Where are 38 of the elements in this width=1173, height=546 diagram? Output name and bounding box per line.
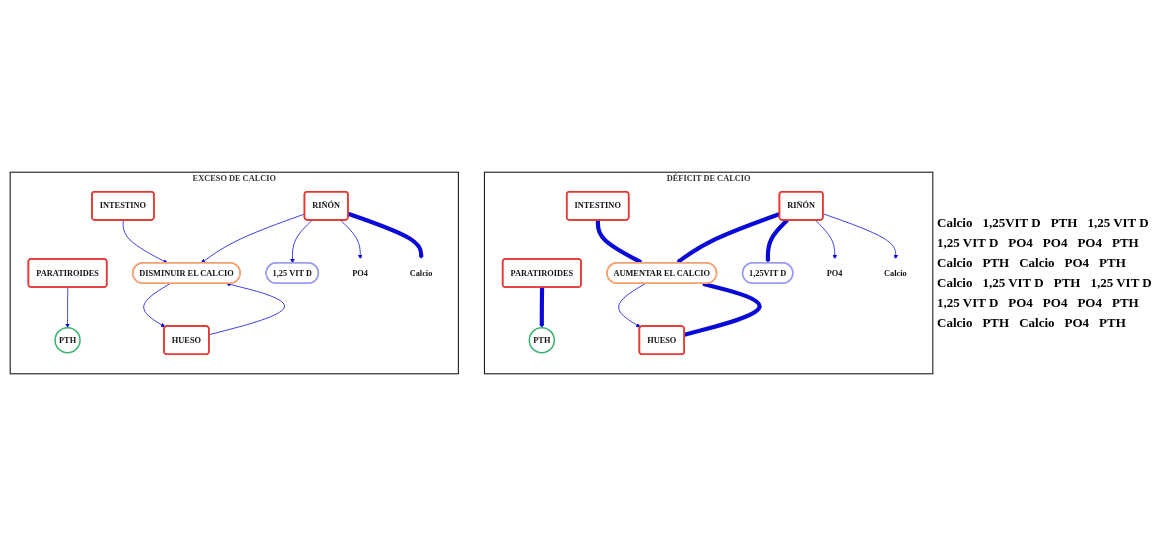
label-text: Calcio xyxy=(937,275,973,291)
label-text: Calcio xyxy=(937,255,973,271)
label-text: Calcio xyxy=(1019,315,1055,331)
label-text: PO4 xyxy=(1064,255,1090,271)
node-text: PO4 xyxy=(352,268,368,278)
label-text: 1,25VIT D xyxy=(982,215,1041,231)
label-text: PO4 xyxy=(1064,315,1090,331)
label-text: PTH xyxy=(1053,275,1081,291)
label-text: Calcio xyxy=(937,215,973,231)
label-text: PO4 xyxy=(1042,295,1068,311)
label-text: PO4 xyxy=(1042,235,1068,251)
arrow xyxy=(765,218,789,264)
arrow xyxy=(539,287,545,328)
arrow xyxy=(347,211,424,260)
label-text: PO4 xyxy=(1008,235,1033,251)
label-text: 1,25 VIT D xyxy=(982,275,1044,291)
label-text: PTH xyxy=(982,255,1010,271)
node-circle: PTH xyxy=(528,326,556,354)
label-text: PTH xyxy=(982,315,1010,331)
label-text: PTH xyxy=(1099,315,1126,331)
label-text: PTH xyxy=(1099,255,1126,271)
label-text: 1,25 VIT D xyxy=(937,235,999,251)
label-text: 1,25 VIT D xyxy=(1087,215,1149,231)
node-text: Calcio xyxy=(409,268,433,278)
label-text: PTH xyxy=(1112,235,1139,251)
label-text: PO4 xyxy=(1077,235,1102,251)
label-text: Calcio xyxy=(1019,255,1055,271)
label-text: PO4 xyxy=(1008,295,1033,311)
node-circle: PTH xyxy=(54,326,81,354)
label-text: 1,25 VIT D xyxy=(937,295,999,311)
label-text: PTH xyxy=(1050,215,1078,231)
label-text: Calcio xyxy=(937,315,973,331)
arrow xyxy=(595,220,643,264)
label-text: PO4 xyxy=(1077,295,1102,311)
label-text: PTH xyxy=(1112,295,1139,311)
label-text: 1,25 VIT D xyxy=(1090,275,1152,291)
node-text: PO4 xyxy=(826,268,843,278)
node-text: Calcio xyxy=(884,268,907,278)
